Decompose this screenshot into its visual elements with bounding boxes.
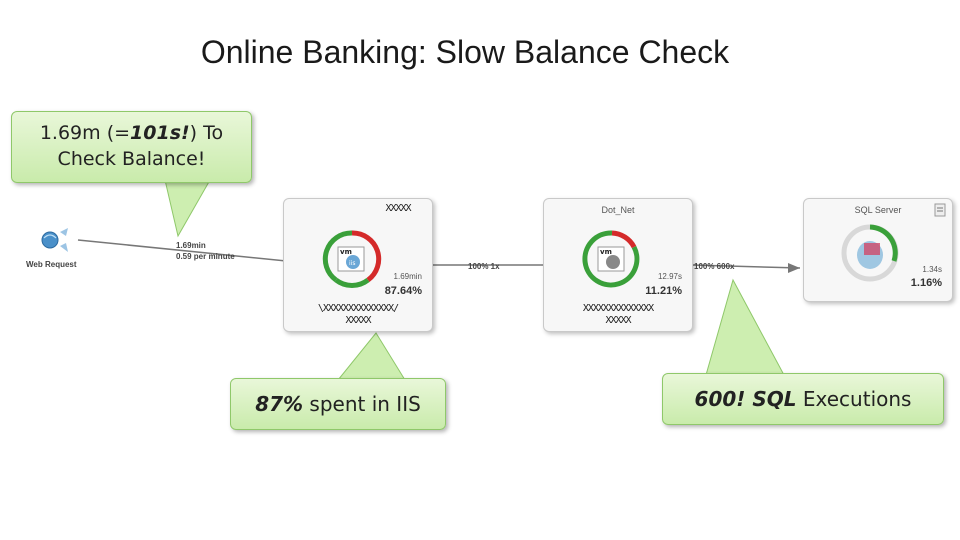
tier-dotnet-hatch-1: XXXXXXXXXXXXXX bbox=[582, 303, 654, 314]
tier-dotnet-pct: 11.21% bbox=[645, 285, 682, 297]
callout-balance: 1.69m (=101s!) To Check Balance! bbox=[11, 111, 252, 183]
tier-dotnet[interactable]: Dot_Net vm 12.97s 11.21% XXXXXXXXXXXXXX … bbox=[543, 198, 693, 332]
tier-iis-time: 1.69min bbox=[393, 272, 422, 281]
callout-pointer-iis bbox=[336, 332, 406, 381]
edge-iis-dotnet-label: 100% 1x bbox=[468, 262, 500, 271]
callout-pointer-sql bbox=[705, 278, 785, 376]
tier-sql-pct: 1.16% bbox=[910, 277, 942, 289]
web-request-label: Web Request bbox=[26, 260, 77, 269]
tier-iis-pct: 87.64% bbox=[384, 285, 422, 297]
callout-pointer-balance bbox=[164, 179, 211, 238]
edge-time-label: 1.69min bbox=[176, 241, 206, 250]
web-request-icon bbox=[41, 228, 68, 252]
tier-dotnet-name: Dot_Net bbox=[601, 205, 635, 215]
tier-iis-ring: vm iis bbox=[322, 230, 382, 288]
tier-iis-name: XXXXX bbox=[385, 203, 411, 214]
page-title: Online Banking: Slow Balance Check bbox=[200, 34, 730, 70]
callout-balance-line2: Check Balance! bbox=[57, 148, 206, 170]
callout-balance-line1: 1.69m (=101s!) To bbox=[39, 122, 224, 144]
tier-sql-name: SQL Server bbox=[854, 205, 902, 215]
tier-sql-menu-icon[interactable] bbox=[934, 203, 946, 217]
tier-iis-hatch-2: XXXXX bbox=[345, 315, 371, 326]
tier-sql-server[interactable]: SQL Server 1.34s 1.16% bbox=[803, 198, 953, 302]
callout-iis: 87% spent in IIS bbox=[230, 378, 446, 430]
arrow-head-sql bbox=[788, 263, 800, 273]
callout-sql: 600! SQL Executions bbox=[662, 373, 944, 425]
tier-dotnet-hatch-2: XXXXX bbox=[605, 315, 631, 326]
svg-text:iis: iis bbox=[349, 260, 355, 267]
tier-sql-ring bbox=[841, 224, 899, 282]
edge-dotnet-sql bbox=[691, 264, 801, 269]
tier-dotnet-ring: vm bbox=[582, 230, 640, 288]
tier-iis-hatch-1: \XXXXXXXXXXXXXX/ bbox=[317, 303, 399, 314]
tier-sql-time: 1.34s bbox=[922, 265, 942, 274]
edge-rate-label: 0.59 per minute bbox=[176, 252, 235, 261]
tier-dotnet-time: 12.97s bbox=[657, 272, 682, 281]
svg-text:vm: vm bbox=[340, 248, 352, 256]
edge-dotnet-sql-label: 100% 600x bbox=[694, 262, 735, 271]
svg-text:vm: vm bbox=[600, 248, 612, 256]
tier-iis[interactable]: XXXXX vm iis 1.69min 87.64% \XXXXXXXXXXX… bbox=[283, 198, 433, 332]
